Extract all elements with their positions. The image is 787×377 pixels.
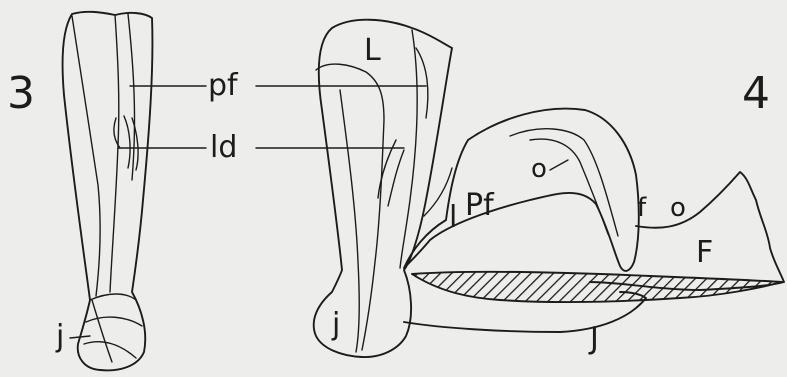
- figure-plate: 3 4 pf ld L Pf l o f o F j j J: [0, 0, 787, 377]
- j-leader: [0, 0, 787, 377]
